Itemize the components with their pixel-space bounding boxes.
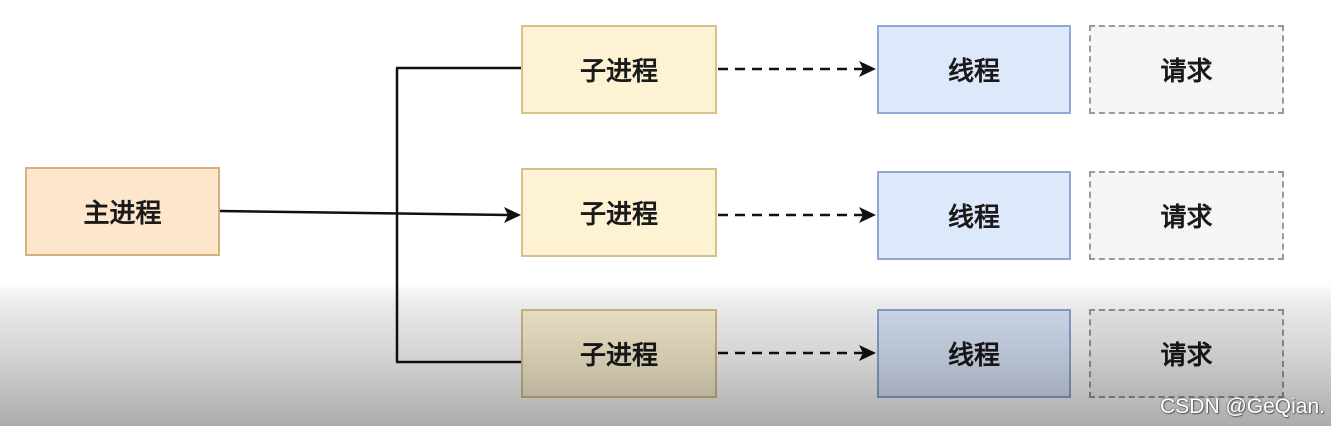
request-node-2: 请求 [1089, 171, 1284, 260]
child-2-to-thread-2-arrowhead [859, 207, 876, 223]
thread-label: 线程 [947, 203, 1000, 233]
request-node-3: 请求 [1089, 309, 1284, 398]
main-process-node: 主进程 [25, 167, 220, 256]
main-process-label: 主进程 [83, 199, 162, 229]
main-to-child-2-line [219, 209, 511, 217]
child-process-node-2: 子进程 [521, 168, 717, 257]
request-label: 请求 [1160, 341, 1213, 371]
child-process-node-3: 子进程 [521, 309, 717, 398]
child-process-label: 子进程 [579, 341, 658, 371]
child-3-to-thread-3-arrowhead [859, 345, 876, 361]
child-1-to-thread-1-arrowhead [859, 61, 876, 77]
thread-node-3: 线程 [877, 309, 1071, 398]
child-process-node-1: 子进程 [521, 25, 717, 114]
child-process-label: 子进程 [579, 200, 658, 230]
request-node-1: 请求 [1089, 25, 1284, 114]
thread-label: 线程 [947, 57, 1000, 87]
request-label: 请求 [1160, 203, 1213, 233]
thread-node-1: 线程 [877, 25, 1071, 114]
thread-node-2: 线程 [877, 171, 1071, 260]
request-label: 请求 [1160, 57, 1213, 87]
watermark-text: CSDN @GeQian. [1160, 395, 1325, 418]
main-to-child-2-arrowhead [504, 207, 521, 223]
child-process-label: 子进程 [579, 57, 658, 87]
thread-label: 线程 [947, 341, 1000, 371]
